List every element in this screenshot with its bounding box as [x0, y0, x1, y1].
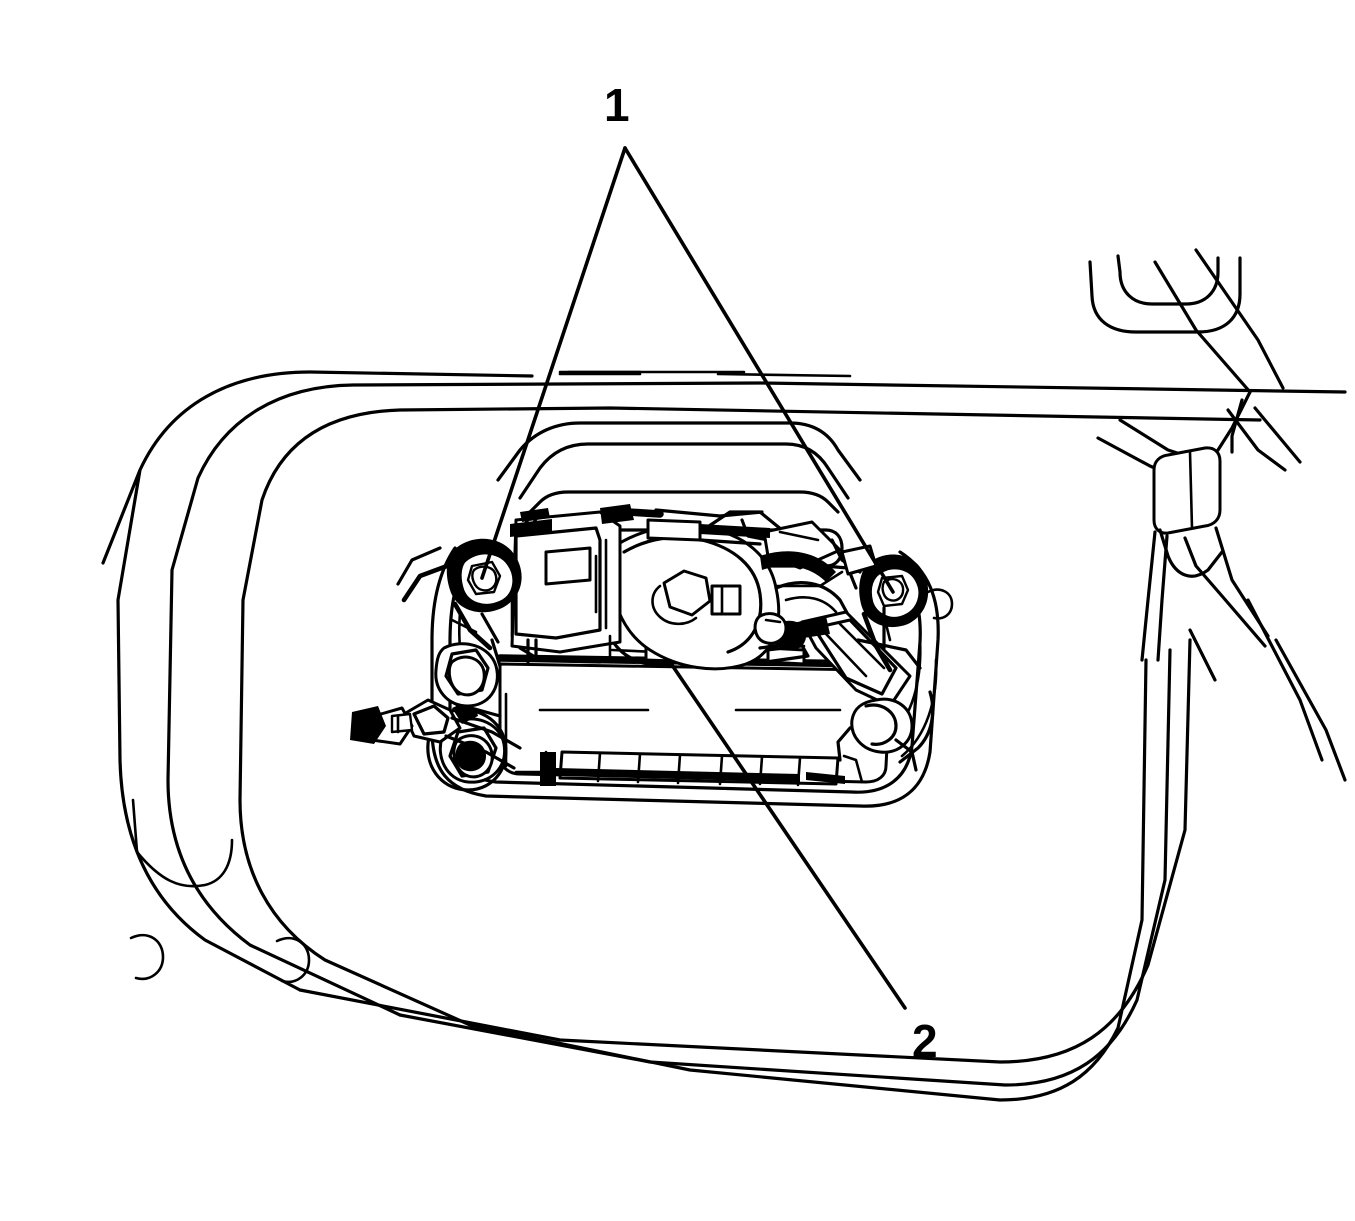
callout-leaders [480, 146, 907, 1010]
latch-vent-slots [514, 750, 864, 787]
door-shell-contours [101, 370, 1347, 1102]
leader-1-left [480, 146, 627, 580]
connector-block [510, 504, 770, 664]
callout-label-2: 2 [912, 1015, 938, 1067]
callout-label-1: 1 [604, 79, 630, 131]
misc-details [450, 544, 886, 668]
lock-link-rod [350, 698, 522, 770]
pivot-bolt [651, 569, 742, 626]
pillar-and-panel-edges [1088, 248, 1347, 782]
leader-2 [670, 663, 907, 1010]
latch-housing [496, 642, 892, 787]
left-lower-bolts [426, 642, 508, 792]
leader-1-right [623, 146, 895, 594]
